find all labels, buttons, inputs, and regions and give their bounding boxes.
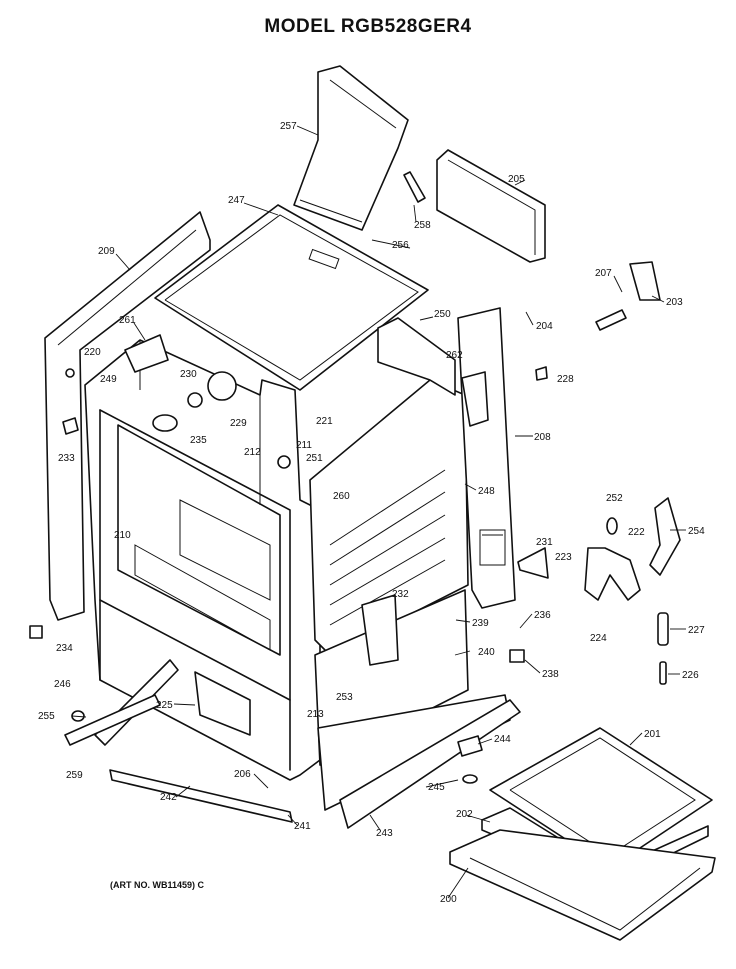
callout-label: 251 [306, 453, 323, 464]
callout-label: 232 [392, 589, 409, 600]
lower-panels [64, 589, 521, 829]
callout-label: 202 [456, 809, 473, 820]
callout-label: 207 [595, 268, 612, 279]
callout-label: 229 [230, 418, 247, 429]
callout-label: 212 [244, 447, 261, 458]
oven-rack-200 [449, 829, 716, 941]
callout-label: 222 [628, 527, 645, 538]
callout-label: 231 [536, 537, 553, 548]
callout-label: 252 [606, 493, 623, 504]
callout-label: 258 [414, 220, 431, 231]
callout-label: 236 [534, 610, 551, 621]
callout-label: 256 [392, 240, 409, 251]
callout-label: 228 [557, 374, 574, 385]
callout-label: 226 [682, 670, 699, 681]
callout-label: 227 [688, 625, 705, 636]
callout-label: 220 [84, 347, 101, 358]
callout-label: 250 [434, 309, 451, 320]
callout-label: 247 [228, 195, 245, 206]
callout-label: 241 [294, 821, 311, 832]
callout-label: 262 [446, 350, 463, 361]
callout-label: 243 [376, 828, 393, 839]
art-number-note: (ART NO. WB11459) C [110, 880, 205, 890]
callout-label: 242 [160, 792, 177, 803]
callout-label: 201 [644, 729, 661, 740]
callout-label: 224 [590, 633, 607, 644]
callout-label: 253 [336, 692, 353, 703]
callout-label: 221 [316, 416, 333, 427]
callout-label: 206 [234, 769, 251, 780]
callout-labels: 200 201 202 203 204 205 206 207 208 209 … [38, 121, 705, 905]
callout-label: 245 [428, 782, 445, 793]
callout-label: 238 [542, 669, 559, 680]
callout-label: 257 [280, 121, 297, 132]
leader-lines [71, 125, 686, 899]
callout-label: 261 [119, 315, 136, 326]
top-flue-panel [293, 65, 409, 231]
callout-label: 244 [494, 734, 511, 745]
callout-label: 204 [536, 321, 553, 332]
callout-label: 211 [296, 440, 312, 451]
callout-label: 255 [38, 711, 55, 722]
control-panel-205 [436, 149, 546, 263]
callout-label: 246 [54, 679, 71, 690]
cooktop-247 [154, 204, 429, 391]
callout-label: 225 [156, 700, 173, 711]
callout-label: 205 [508, 174, 525, 185]
callout-label: 213 [307, 709, 324, 720]
callout-label: 234 [56, 643, 73, 654]
callout-label: 210 [114, 530, 131, 541]
left-side-panel-209 [44, 211, 211, 621]
callout-label: 209 [98, 246, 115, 257]
callout-label: 248 [478, 486, 495, 497]
diagram-title: MODEL RGB528GER4 [264, 16, 472, 37]
callout-label: 235 [190, 435, 207, 446]
callout-label: 239 [472, 618, 489, 629]
callout-label: 203 [666, 297, 683, 308]
oven-body [84, 339, 321, 781]
callout-label: 200 [440, 894, 457, 905]
callout-label: 259 [66, 770, 83, 781]
callout-label: 223 [555, 552, 572, 563]
oven-liner-right [309, 317, 469, 656]
callout-label: 260 [333, 491, 350, 502]
callout-label: 240 [478, 647, 495, 658]
small-parts [29, 171, 681, 784]
callout-label: 208 [534, 432, 551, 443]
callout-label: 230 [180, 369, 197, 380]
callout-label: 254 [688, 526, 705, 537]
callout-label: 233 [58, 453, 75, 464]
callout-label: 249 [100, 374, 117, 385]
